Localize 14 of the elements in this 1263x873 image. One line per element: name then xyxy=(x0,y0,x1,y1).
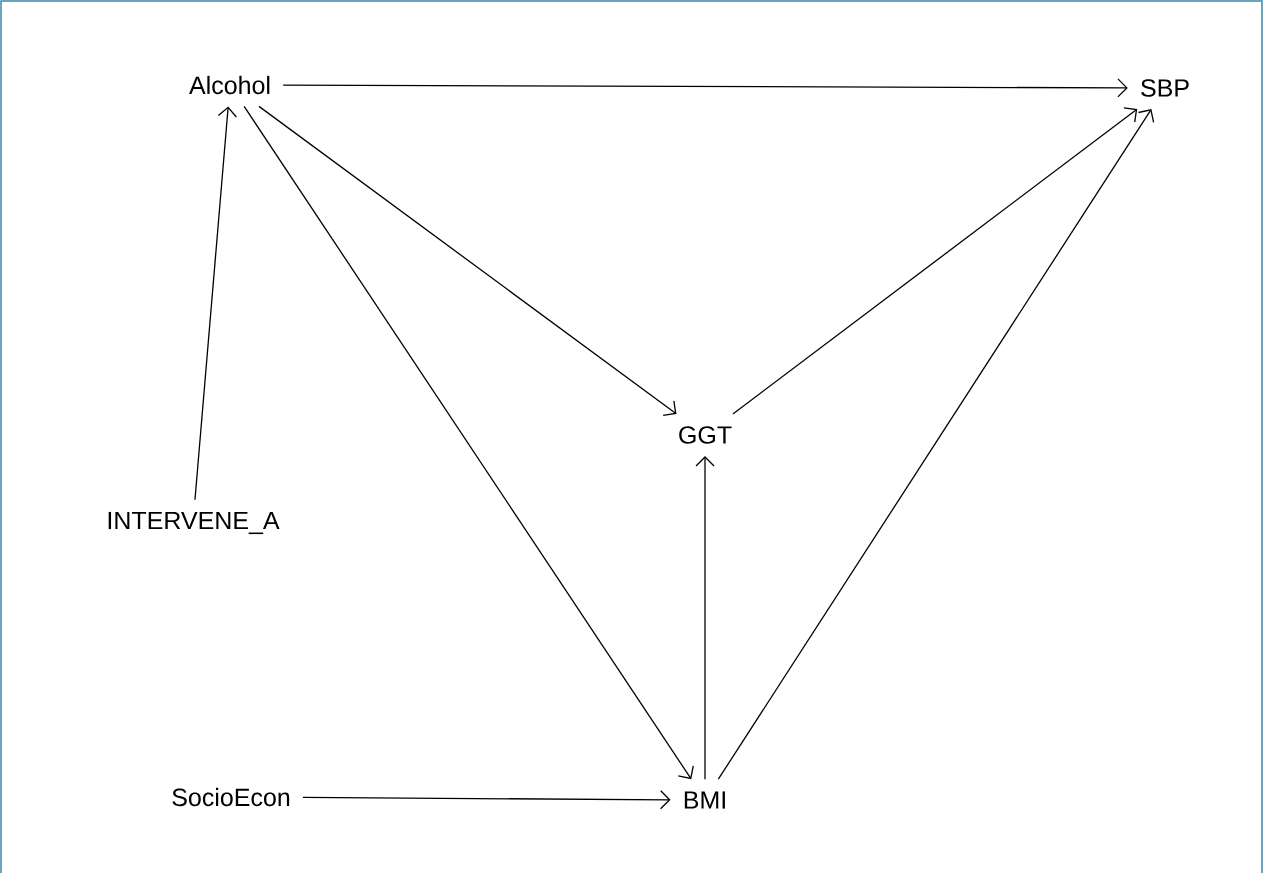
node-label: BMI xyxy=(684,791,725,809)
arrow xyxy=(194,106,237,501)
node-label: Alcohol xyxy=(189,75,270,95)
arrow xyxy=(732,107,1138,415)
arrow xyxy=(302,790,671,810)
node-label: INTERVENE_A xyxy=(108,511,280,535)
arrow xyxy=(717,109,1155,780)
arrow xyxy=(258,105,677,416)
arrow xyxy=(695,456,715,780)
arrow xyxy=(282,78,1128,98)
arrow xyxy=(243,105,694,780)
node-label: SocioEcon xyxy=(172,787,290,807)
node-label: SBP xyxy=(1141,79,1189,97)
node-label: GGT xyxy=(679,426,732,444)
